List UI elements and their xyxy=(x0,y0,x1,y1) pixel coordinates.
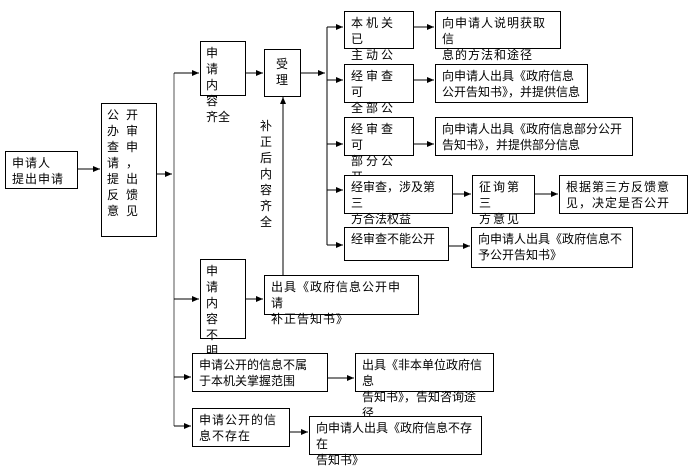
node-text: 于本机关掌握范围 xyxy=(199,374,296,388)
node-text: 告知书》 xyxy=(316,453,365,467)
node-correction-notice: 出具《政府信息公开申请 补正告知书》 xyxy=(264,275,419,326)
node-not-exist: 申请公开的信 息不存在 xyxy=(192,408,290,447)
node-content-complete: 申请 内容 齐全 xyxy=(200,41,246,124)
node-text: 予公开告知书》 xyxy=(478,248,563,262)
node-text: 意见 xyxy=(107,204,146,218)
node-text: 见，决定是否公开 xyxy=(566,196,671,210)
node-decide-by-feedback: 根据第三方反馈意 见，决定是否公开 xyxy=(559,175,688,214)
node-text: 齐全 xyxy=(206,110,231,124)
node-text: 向申请人说明获取信 xyxy=(442,16,547,46)
node-text: 查申 xyxy=(107,140,146,154)
node-not-public-notice: 向申请人出具《政府信息不 予公开告知书》 xyxy=(471,227,633,268)
node-content-unclear: 申请 内容 不明 确 xyxy=(200,259,246,374)
node-text: 向申请人出具《政府信息部分公开 xyxy=(442,122,623,136)
node-not-in-scope: 申请公开的信息不属 于本机关掌握范围 xyxy=(192,353,328,392)
node-not-public: 经审查不能公开 xyxy=(344,227,449,261)
node-text: 提出 xyxy=(107,172,146,186)
node-text: 向申请人出具《政府信息不存在 xyxy=(316,421,473,451)
node-text: 申请 xyxy=(206,264,226,294)
node-text: 经审查不能公开 xyxy=(351,232,436,246)
node-text: 公开 xyxy=(107,108,146,122)
node-text: 理 xyxy=(275,73,289,87)
node-text: 申请公开的信 xyxy=(199,413,278,427)
node-text: 方合法权益 xyxy=(351,212,412,226)
node-not-exist-notice: 向申请人出具《政府信息不存在 告知书》 xyxy=(309,416,482,467)
node-text: 出具《政府信息公开申请 xyxy=(271,280,402,310)
node-text: 补正告知书》 xyxy=(271,312,350,326)
node-text: 根据第三方反馈意 xyxy=(566,180,671,194)
node-already-public: 本机关已 主动公开 xyxy=(344,11,414,78)
node-text: 公开告知书》，并提供信息 xyxy=(442,85,581,99)
node-text: 提出申请 xyxy=(12,172,65,186)
node-text: 经审查，涉及第三 xyxy=(351,180,436,210)
node-text: 向申请人出具《政府信息不 xyxy=(478,232,623,246)
node-office-review: 公开 办审 查申 请， 提出 反馈 意见 xyxy=(101,103,157,237)
node-text: 告知书》，并提供部分信息 xyxy=(442,138,581,152)
node-text: 办审 xyxy=(107,124,146,138)
node-third-party: 经审查，涉及第三 方合法权益 xyxy=(344,175,453,226)
node-text: 经审查可 xyxy=(351,122,397,152)
node-text: 向申请人出具《政府信息 xyxy=(442,69,575,83)
node-text: 申请人 xyxy=(12,156,52,170)
node-text: 征询第三 xyxy=(479,180,522,210)
node-text: 出具《非本单位政府信息 xyxy=(362,358,483,388)
node-text: 请， xyxy=(107,156,146,170)
node-text: 方意见 xyxy=(479,212,522,226)
node-text: 内容 xyxy=(206,78,226,108)
node-text: 反馈 xyxy=(107,188,146,202)
node-accept: 受 理 xyxy=(264,49,301,97)
edge-label-corrected: 补正后内容齐全 xyxy=(259,119,272,229)
node-full-notice: 向申请人出具《政府信息 公开告知书》，并提供信息 xyxy=(435,64,588,103)
node-consult-third-party: 征询第三 方意见 xyxy=(472,175,535,226)
node-not-in-scope-notice: 出具《非本单位政府信息 告知书》，告知咨询途径 xyxy=(355,353,494,420)
node-text: 申请 xyxy=(206,46,226,76)
node-text: 本机关已 xyxy=(351,16,397,46)
node-applicant: 申请人 提出申请 xyxy=(5,151,78,189)
node-text: 息的方法和途径 xyxy=(442,48,534,62)
node-partial-public: 经审查可 部分公开 xyxy=(344,117,414,184)
node-explain-method: 向申请人说明获取信 息的方法和途径 xyxy=(435,11,561,62)
node-text: 经审查可 xyxy=(351,69,397,99)
node-partial-notice: 向申请人出具《政府信息部分公开 告知书》，并提供部分信息 xyxy=(435,117,633,156)
node-text: 内容 xyxy=(206,296,226,326)
node-text: 申请公开的信息不属 xyxy=(199,358,308,372)
node-full-public: 经审查可 全部公开 xyxy=(344,64,414,131)
node-text: 受 xyxy=(275,57,289,71)
node-text: 息不存在 xyxy=(199,429,252,443)
